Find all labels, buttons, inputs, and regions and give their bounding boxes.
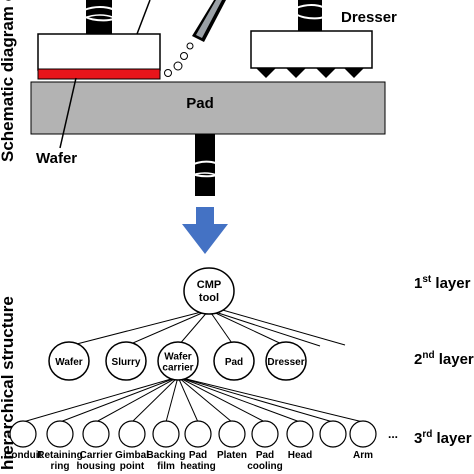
dresser-body — [250, 30, 373, 69]
pad-label: Pad — [186, 95, 214, 112]
layer-label-3: 3rd layer — [414, 429, 472, 447]
edge-l2-to-l3 — [177, 376, 199, 423]
slurry-drops — [164, 42, 194, 77]
node-label: ring — [51, 461, 70, 472]
tree-connectors — [22, 308, 364, 423]
wafer — [37, 68, 161, 80]
layer-label-1: 1st layer — [414, 274, 471, 292]
node-label: Slurry — [112, 357, 141, 368]
edge-l2-to-l3 — [177, 376, 233, 423]
slurry-nozzle — [192, 0, 226, 42]
node-l2-slurry: Slurry — [105, 341, 147, 381]
node-l3: Head — [286, 420, 314, 461]
node-label: Wafer — [55, 357, 83, 368]
edge-l2-to-l3 — [131, 376, 179, 423]
node-label: cooling — [247, 461, 283, 472]
node-label: Retaining — [37, 450, 83, 461]
edge-l2-to-l3 — [165, 376, 179, 423]
edge-root-to-l2 — [68, 309, 210, 347]
node-l3: Platen — [217, 420, 247, 461]
wafer-label: Wafer — [36, 150, 77, 167]
edge-root-to-l2 — [208, 309, 235, 347]
node-label: carrier — [162, 363, 193, 374]
node-l3: Arm — [349, 420, 377, 461]
down-arrow — [182, 207, 228, 254]
edge-l2-to-l3 — [177, 376, 334, 423]
edge-root-to-l2 — [208, 309, 287, 347]
platen-shaft — [188, 134, 224, 196]
node-label: Wafer — [164, 352, 192, 363]
side-label-top: Schematic diagram of C — [0, 0, 17, 162]
node-label: Pad — [225, 357, 243, 368]
layer3-ellipsis: ... — [388, 427, 398, 441]
node-l2-pad: Pad — [213, 341, 255, 381]
node-label: tool — [199, 292, 219, 304]
edge-l2-to-l3 — [95, 376, 179, 423]
node-label: film — [157, 461, 175, 472]
node-label: CMP — [197, 279, 221, 291]
edge-root-to-l2 — [177, 309, 210, 347]
node-label: Carrier — [80, 450, 113, 461]
dresser-label: Dresser — [341, 9, 397, 26]
node-label: Backing — [147, 450, 186, 461]
label-pointer-line-top — [136, 0, 151, 35]
node-label: Head — [288, 450, 312, 461]
node-label: housing — [77, 461, 116, 472]
node-label: Pad — [189, 450, 207, 461]
node-label: heating — [180, 461, 216, 472]
node-label: point — [120, 461, 145, 472]
edge-l2-to-l3 — [177, 376, 364, 423]
layer-label-2: 2nd layer — [414, 350, 474, 368]
wafer-pointer-line — [59, 77, 77, 149]
node-l3-unlabeled — [319, 420, 347, 448]
node-label: Platen — [217, 450, 247, 461]
node-label: Conduit — [4, 450, 42, 461]
edge-root-to-l2 — [125, 309, 210, 347]
node-label: Dresser — [267, 357, 304, 368]
carrier-head — [37, 33, 161, 71]
carrier-shaft — [83, 0, 120, 36]
node-label: Gimbal — [115, 450, 149, 461]
edge-l2-to-l3 — [22, 376, 179, 423]
node-l2-dresser: Dresser — [265, 341, 307, 381]
node-l3: Conduit — [4, 420, 43, 461]
dresser-teeth — [256, 68, 364, 78]
edge-l2-to-l3 — [177, 376, 301, 423]
edge-l2-to-l3 — [59, 376, 179, 423]
edge-l2-to-l3 — [177, 376, 266, 423]
node-label: Arm — [353, 450, 373, 461]
edge-root-to-l2 — [208, 309, 321, 347]
node-l2-wafer: Wafer — [48, 341, 90, 381]
dresser-shaft — [295, 0, 330, 33]
edge-root-to-l2 — [218, 308, 346, 346]
node-label: Pad — [256, 450, 274, 461]
